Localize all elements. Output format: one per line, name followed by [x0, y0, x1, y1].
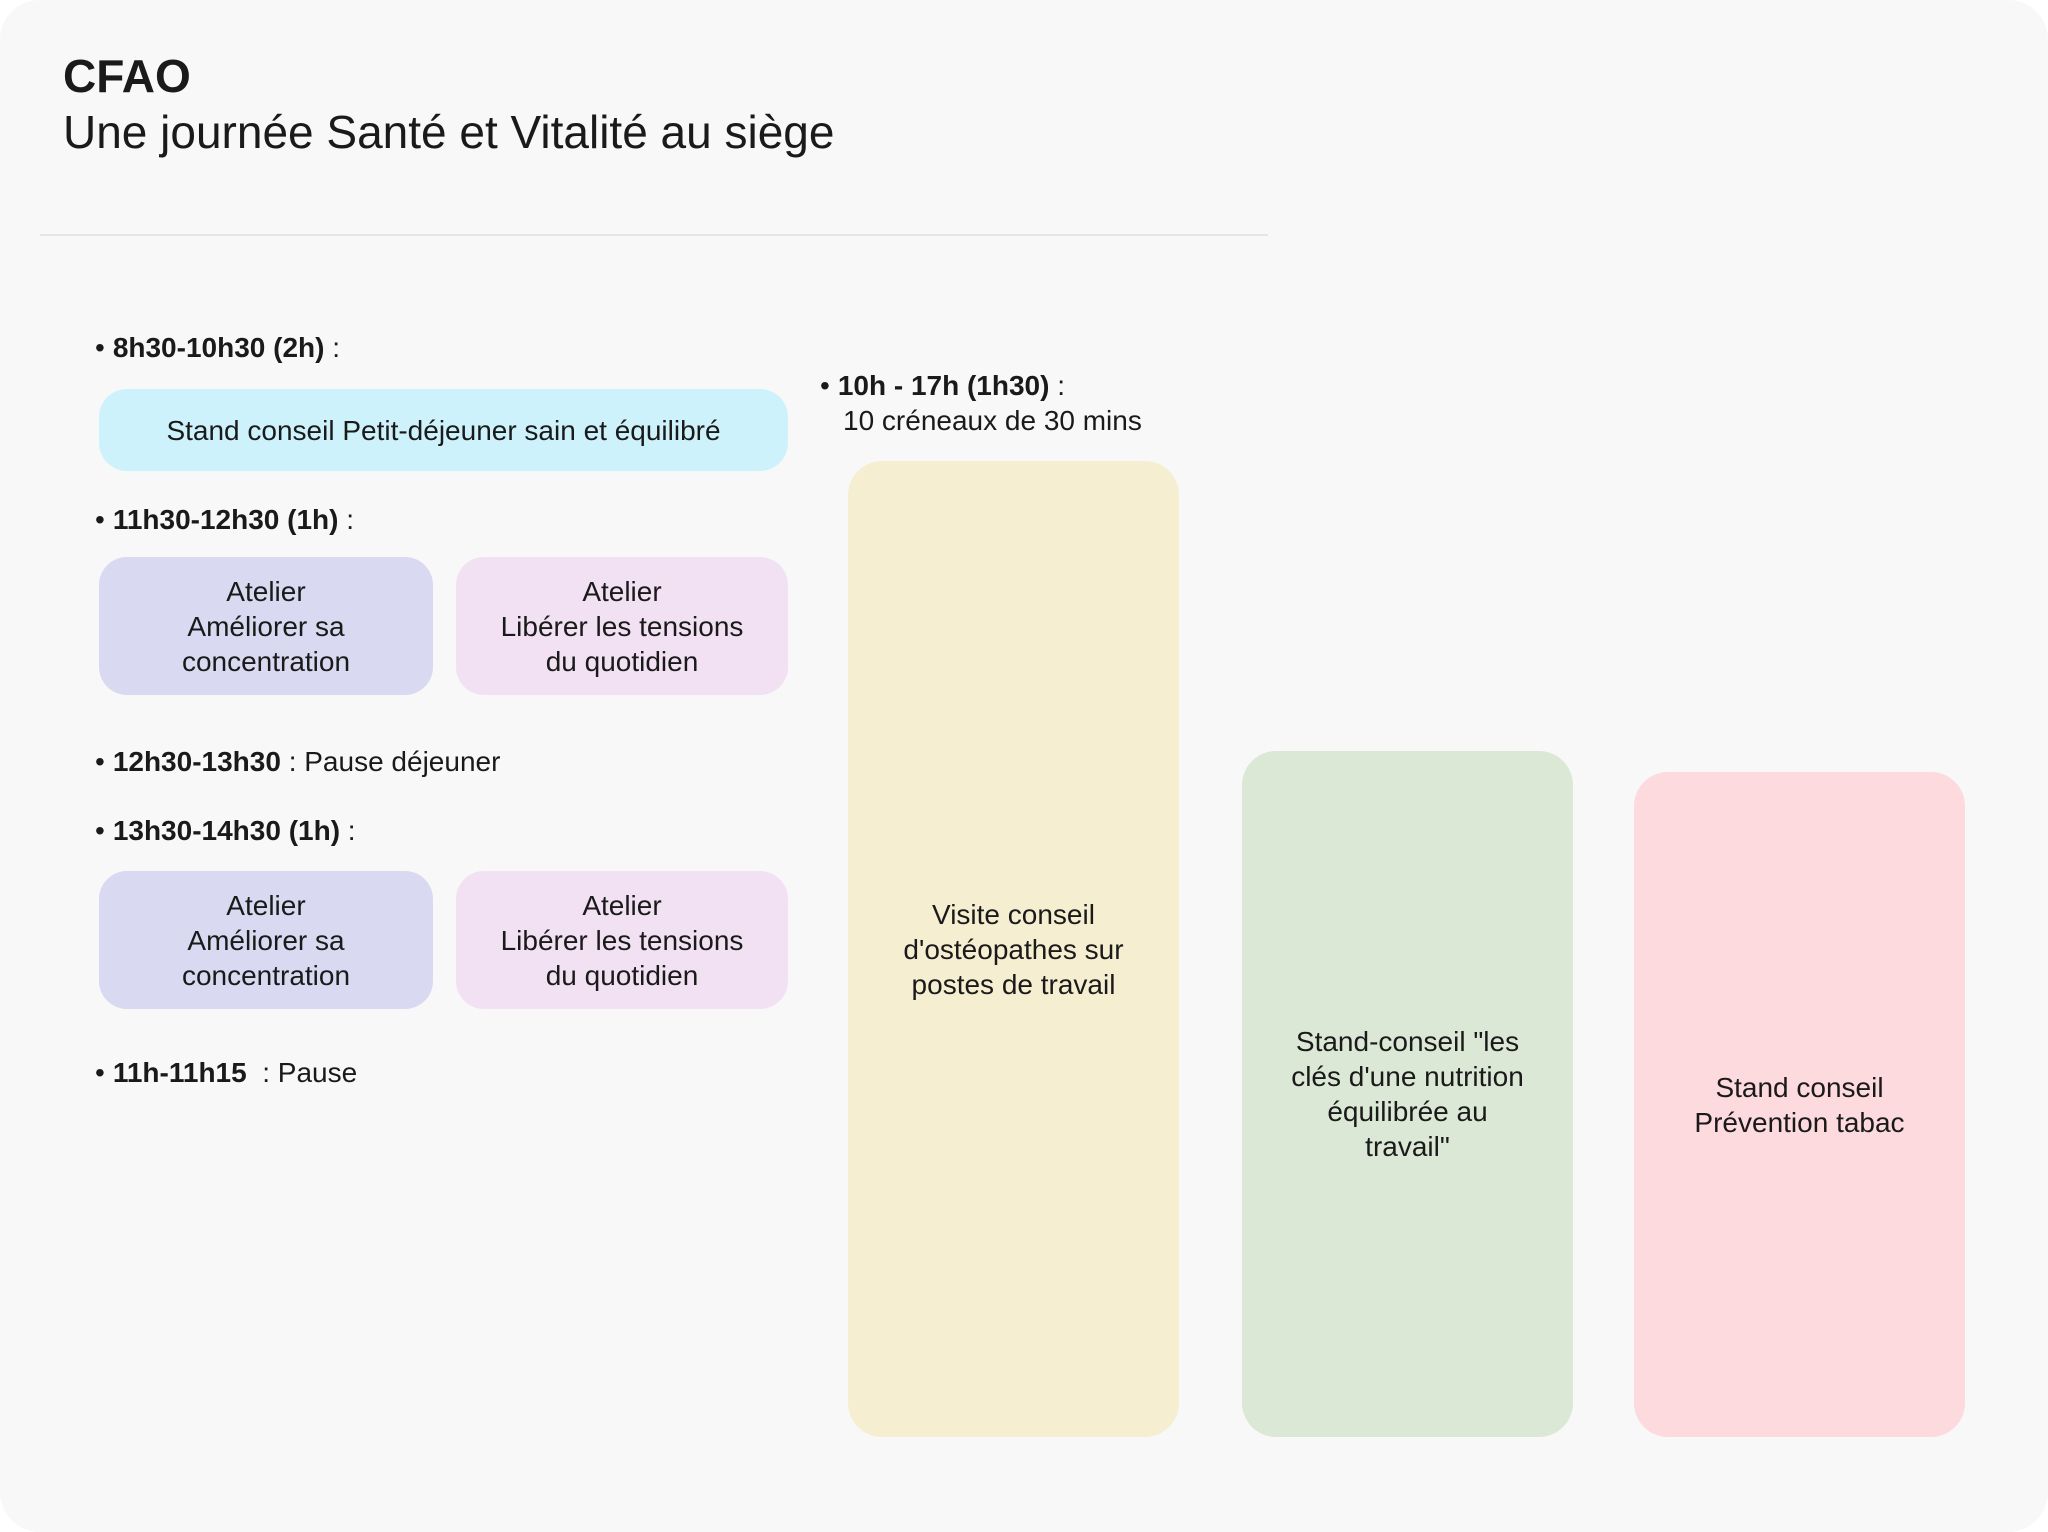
- bullet-icon: •: [95, 1057, 105, 1088]
- slot-afternoon-workshops: •13h30-14h30 (1h) :: [95, 813, 356, 849]
- event-subtitle: Une journée Santé et Vitalité au siège: [63, 106, 835, 158]
- workshop-concentration-afternoon[interactable]: Atelier Améliorer sa concentration: [99, 871, 433, 1009]
- workshop-concentration-morning[interactable]: Atelier Améliorer sa concentration: [99, 557, 433, 695]
- slot-time: 10h - 17h (1h30): [837, 370, 1050, 401]
- workshop-tensions-morning[interactable]: Atelier Libérer les tensions du quotidie…: [456, 557, 788, 695]
- slot-suffix: :: [338, 504, 355, 535]
- slot-lunch-break: •12h30-13h30 : Pause déjeuner: [95, 744, 500, 780]
- slot-time: 12h30-13h30: [112, 746, 281, 777]
- bullet-icon: •: [95, 332, 105, 363]
- bullet-icon: •: [95, 746, 105, 777]
- slot-time: 13h30-14h30 (1h): [112, 815, 341, 846]
- tobacco-prevention-card[interactable]: Stand conseil Prévention tabac: [1634, 772, 1965, 1437]
- company-title: CFAO: [63, 50, 191, 102]
- slot-all-day: •10h - 17h (1h30) :: [820, 368, 1065, 404]
- workshop-tensions-afternoon[interactable]: Atelier Libérer les tensions du quotidie…: [456, 871, 788, 1009]
- breakfast-stand-card[interactable]: Stand conseil Petit-déjeuner sain et équ…: [99, 389, 788, 471]
- slot-suffix: :: [324, 332, 341, 363]
- slot-time: 11h-11h15: [112, 1057, 247, 1088]
- bullet-icon: •: [95, 504, 105, 535]
- slot-suffix: : Pause: [246, 1057, 358, 1088]
- slot-detail: 10 créneaux de 30 mins: [843, 405, 1142, 436]
- slot-suffix: : Pause déjeuner: [280, 746, 501, 777]
- osteopath-visit-card[interactable]: Visite conseil d'ostéopathes sur postes …: [848, 461, 1179, 1437]
- slot-suffix: :: [1049, 370, 1066, 401]
- slot-morning-workshops: •11h30-12h30 (1h) :: [95, 502, 354, 538]
- slot-breakfast: •8h30-10h30 (2h) :: [95, 330, 340, 366]
- bullet-icon: •: [95, 815, 105, 846]
- header-divider: [40, 234, 1268, 236]
- slot-time: 8h30-10h30 (2h): [112, 332, 325, 363]
- nutrition-stand-card[interactable]: Stand-conseil "les clés d'une nutrition …: [1242, 751, 1573, 1437]
- slot-suffix: :: [340, 815, 356, 846]
- slot-short-break: •11h-11h15 : Pause: [95, 1055, 357, 1091]
- bullet-icon: •: [820, 370, 830, 401]
- slot-time: 11h30-12h30 (1h): [112, 504, 339, 535]
